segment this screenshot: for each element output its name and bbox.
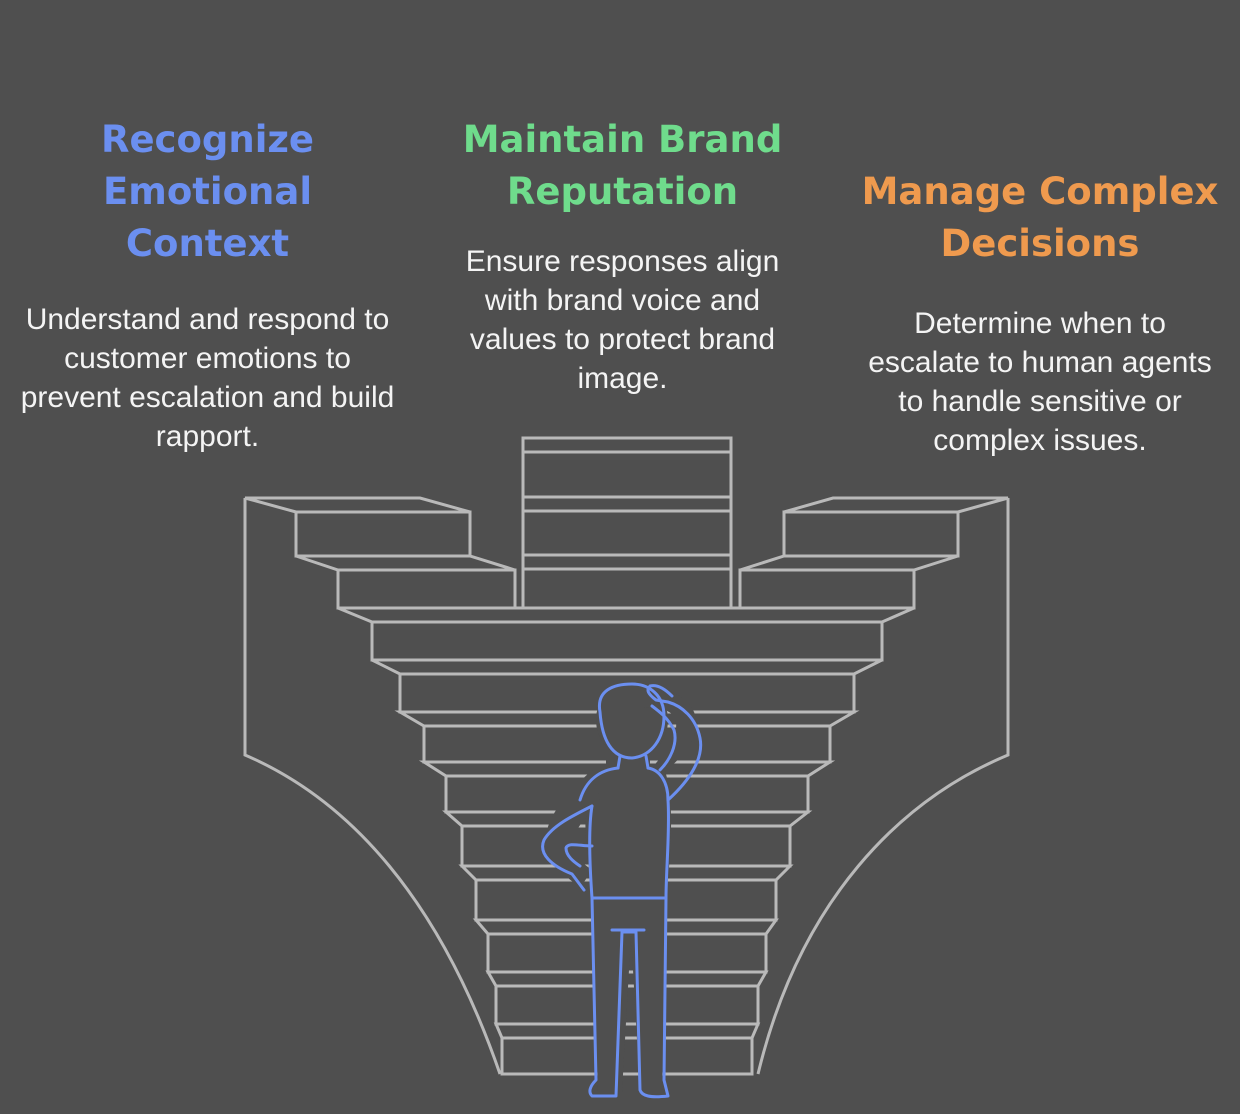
person-torso xyxy=(578,766,671,900)
right-step-1 xyxy=(782,510,960,558)
center-step-top xyxy=(337,606,915,624)
column-description: Determine when to escalate to human agen… xyxy=(868,307,1212,457)
left-step-2-top xyxy=(295,554,516,572)
column-manage-complex-decisions: Manage Complex Decisions Determine when … xyxy=(860,166,1220,460)
person-raised-arm xyxy=(646,684,703,802)
column-description: Understand and respond to customer emoti… xyxy=(20,303,395,453)
left-step-top xyxy=(244,496,471,514)
right-wall xyxy=(756,498,1010,1075)
column-title: Manage Complex Decisions xyxy=(861,170,1219,265)
center-step-2-top xyxy=(371,658,883,676)
person-hip-arm xyxy=(541,804,594,892)
column-recognize-emotional-context: Recognize Emotional Context Understand a… xyxy=(20,114,395,456)
tower xyxy=(521,436,733,610)
column-maintain-brand-reputation: Maintain Brand Reputation Ensure respons… xyxy=(440,114,805,398)
right-step-2-top xyxy=(739,554,959,572)
center-step-1 xyxy=(370,620,884,662)
left-step-2 xyxy=(336,568,517,610)
center-step-9-top xyxy=(493,1022,761,1040)
left-step-1 xyxy=(294,510,472,558)
center-step-9 xyxy=(500,1036,754,1076)
person-neck xyxy=(616,754,650,770)
right-step-2 xyxy=(738,568,916,610)
column-description: Ensure responses align with brand voice … xyxy=(465,245,780,395)
column-title: Maintain Brand Reputation xyxy=(462,118,783,213)
column-title: Recognize Emotional Context xyxy=(100,118,315,265)
person-scratching-head-icon xyxy=(541,682,703,1099)
left-wall xyxy=(243,498,502,1075)
right-step-top xyxy=(783,496,1009,514)
person-legs xyxy=(588,896,670,1099)
